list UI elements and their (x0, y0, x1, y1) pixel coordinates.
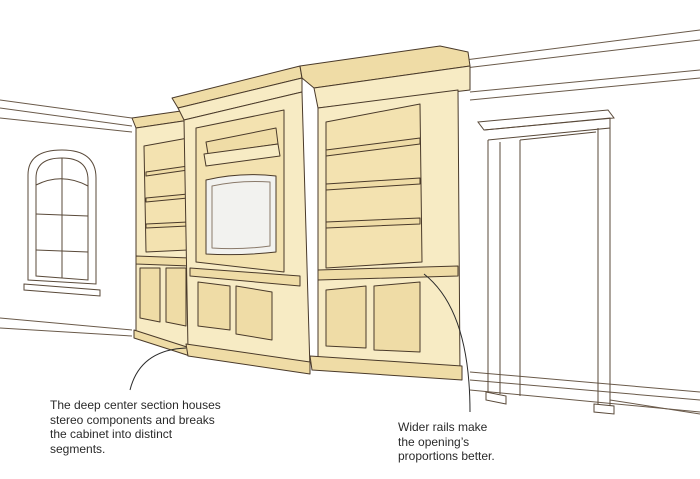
room-walls (0, 29, 700, 415)
built-in-cabinet (131, 45, 471, 381)
leader-lines (129, 273, 471, 413)
leader-line-rails (423, 273, 471, 413)
leader-line-center (129, 347, 187, 391)
callout-center-section: The deep center section houses stereo co… (50, 398, 221, 456)
arched-window (23, 149, 101, 297)
door-casing (477, 109, 615, 415)
callout-wider-rails: Wider rails make the opening’s proportio… (398, 420, 495, 463)
